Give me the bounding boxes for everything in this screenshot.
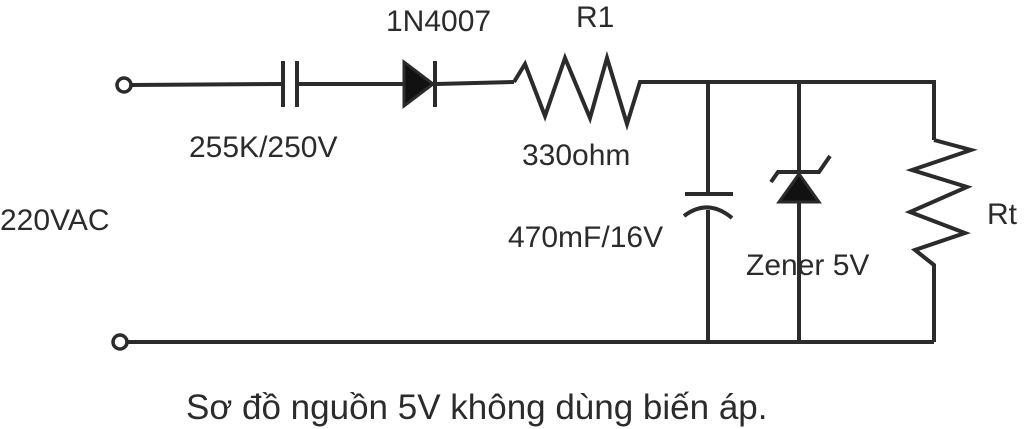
resistor-rt <box>904 138 978 342</box>
wire-top-rail <box>680 80 936 140</box>
label-r1-name: R1 <box>576 1 614 34</box>
wire-diode-to-r1 <box>435 80 515 86</box>
diode-1n4007 <box>402 58 437 110</box>
diagram-caption: Sơ đồ nguồn 5V không dùng biến áp. <box>186 388 767 427</box>
resistor-r1 <box>512 50 680 131</box>
input-terminal-top <box>115 76 133 94</box>
wire-top-input <box>130 82 283 87</box>
diode-triangle <box>402 58 436 110</box>
zener-triangle <box>776 171 822 204</box>
label-zener-value: Zener 5V <box>746 249 869 282</box>
label-rt-name: Rt <box>987 198 1018 231</box>
capacitor-c1 <box>281 61 299 107</box>
label-c2-value: 470mF/16V <box>508 221 663 254</box>
capacitor-c2 <box>682 82 734 342</box>
label-input: 220VAC <box>0 204 110 237</box>
label-r1-value: 330ohm <box>522 139 630 172</box>
zener-cathode-bar <box>769 154 832 184</box>
c2-plate-curved <box>682 205 734 220</box>
zener-diode <box>769 82 832 342</box>
label-diode: 1N4007 <box>386 5 491 38</box>
input-terminal-bottom <box>111 333 129 351</box>
label-c1-value: 255K/250V <box>189 131 337 164</box>
